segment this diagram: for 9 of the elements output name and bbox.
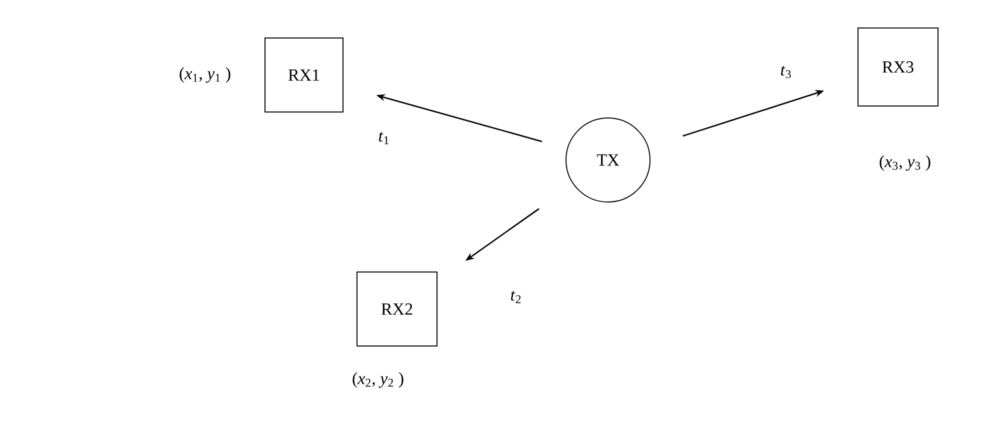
edge-label: t$_{3}$	[779, 64, 793, 80]
receiver-box: RX1	[264, 38, 344, 112]
edge-label: t$_{2}$	[509, 290, 523, 304]
receiver-box: RX2	[356, 272, 438, 346]
coordinate-label: (x$_{3}$, y$_{3}$ )	[880, 155, 930, 171]
edge-label: t$_{1}$	[377, 130, 391, 146]
coordinate-label: (x$_{2}$, y$_{2}$ )	[352, 372, 404, 388]
coordinate-label: (x$_{1}$, y$_{1}$ )	[180, 67, 230, 83]
receiver-box: RX3	[858, 28, 938, 106]
